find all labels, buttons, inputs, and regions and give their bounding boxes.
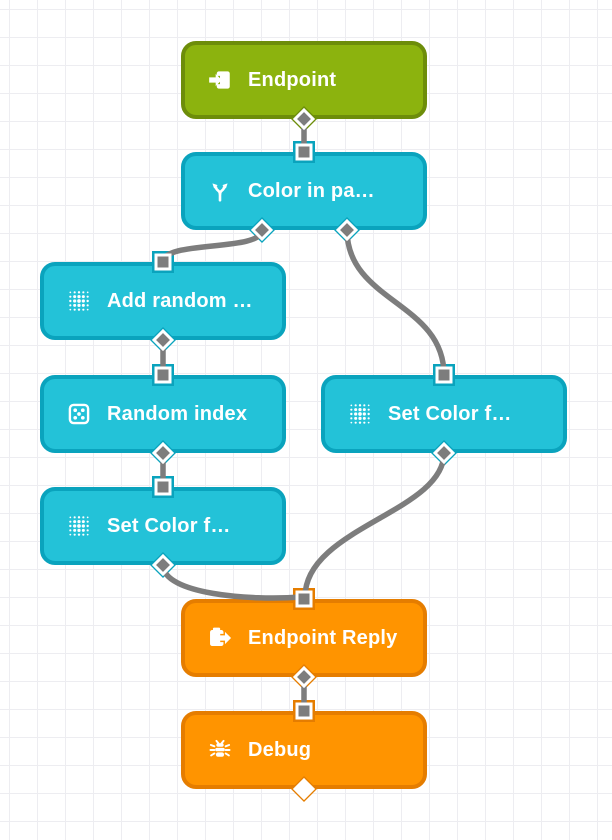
node-label: Endpoint — [248, 68, 337, 91]
port-handles — [151, 107, 456, 801]
input-port-endpoint-reply[interactable] — [295, 590, 313, 608]
output-port-add-random[interactable] — [151, 328, 175, 352]
wire-color-switch-to-set-color-right[interactable] — [344, 227, 447, 378]
wire-set-color-right-to-endpoint-reply[interactable] — [302, 450, 447, 600]
input-port-add-random[interactable] — [154, 253, 172, 271]
node-random-index[interactable]: Random index — [40, 375, 286, 453]
output-port-set-color-left[interactable] — [151, 553, 175, 577]
node-label: Color in pa… — [248, 179, 375, 202]
node-set-color-left[interactable]: Set Color f… — [40, 487, 286, 565]
node-label: Set Color f… — [107, 514, 231, 537]
input-port-set-color-right[interactable] — [435, 366, 453, 384]
wire-set-color-left-to-endpoint-reply[interactable] — [160, 562, 304, 601]
output-port-endpoint[interactable] — [292, 107, 316, 131]
dots-icon — [66, 288, 92, 314]
bug-icon — [207, 737, 233, 763]
node-color-switch[interactable]: Color in pa… — [181, 152, 427, 230]
output-port-debug-unconnected[interactable] — [292, 777, 316, 801]
output-port-set-color-right[interactable] — [432, 441, 456, 465]
output-port-random-index[interactable] — [151, 441, 175, 465]
node-set-color-right[interactable]: Set Color f… — [321, 375, 567, 453]
export-icon — [207, 625, 233, 651]
input-port-random-index[interactable] — [154, 366, 172, 384]
node-add-random[interactable]: Add random … — [40, 262, 286, 340]
dots-icon — [347, 401, 373, 427]
node-label: Debug — [248, 738, 312, 761]
input-port-set-color-left[interactable] — [154, 478, 172, 496]
node-label: Random index — [107, 402, 248, 425]
fork-icon — [207, 178, 233, 204]
die-icon — [66, 401, 92, 427]
node-endpoint[interactable]: Endpoint — [181, 41, 427, 119]
output-port-color-switch-left[interactable] — [250, 218, 274, 242]
node-label: Endpoint Reply — [248, 626, 398, 649]
node-debug[interactable]: Debug — [181, 711, 427, 789]
node-label: Set Color f… — [388, 402, 512, 425]
input-port-color-switch[interactable] — [295, 143, 313, 161]
input-port-debug[interactable] — [295, 702, 313, 720]
import-icon — [207, 67, 233, 93]
output-port-endpoint-reply[interactable] — [292, 665, 316, 689]
wire-color-switch-to-add-random[interactable] — [160, 227, 265, 265]
node-label: Add random … — [107, 289, 253, 312]
output-port-color-switch-right[interactable] — [335, 218, 359, 242]
dots-icon — [66, 513, 92, 539]
node-endpoint-reply[interactable]: Endpoint Reply — [181, 599, 427, 677]
